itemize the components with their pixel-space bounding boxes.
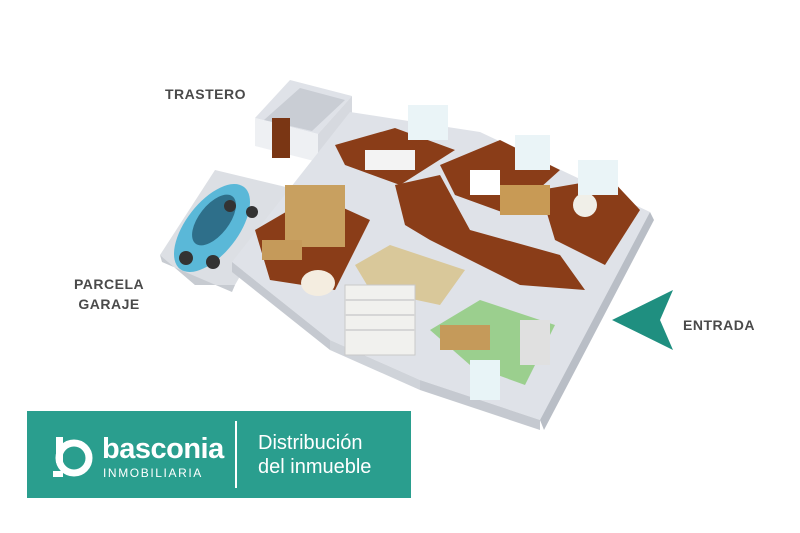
brand-subtitle: INMOBILIARIA (103, 466, 203, 480)
brand-name: basconia (102, 433, 224, 465)
b-circle-logo-icon (53, 437, 93, 477)
parking-label-line1: PARCELA (74, 276, 145, 292)
entrance-arrow-icon (612, 290, 673, 350)
parking-label-line2: GARAJE (78, 296, 140, 312)
entrance-label: ENTRADA (683, 317, 755, 333)
tagline-line2: del inmueble (258, 456, 372, 478)
storage-room (255, 80, 352, 162)
brand-divider (235, 421, 237, 488)
car-icon (173, 184, 258, 272)
tagline-line1: Distribución (258, 432, 363, 454)
parking-label: PARCELA GARAJE (74, 274, 144, 314)
parking-plot (160, 170, 290, 292)
storage-label: TRASTERO (165, 86, 246, 102)
brand-banner: basconia INMOBILIARIA Distribución del i… (27, 411, 411, 498)
brand-tagline: Distribución del inmueble (258, 431, 371, 479)
house-model (232, 105, 654, 430)
